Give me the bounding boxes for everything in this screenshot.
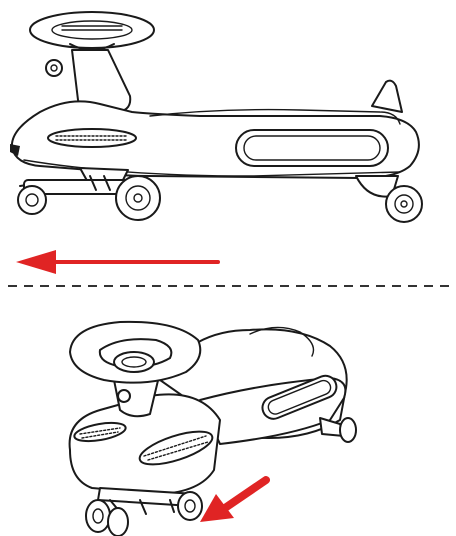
swing-car-perspective-view bbox=[68, 320, 357, 536]
side-knob bbox=[45, 59, 63, 77]
steering-wheel-lower bbox=[69, 320, 202, 384]
front-body bbox=[68, 393, 221, 495]
arrow-left-icon bbox=[16, 250, 220, 274]
front-wheel-assembly-lower bbox=[85, 487, 203, 536]
steering-wheel bbox=[29, 11, 155, 51]
side-light-panel bbox=[235, 129, 389, 167]
side-light-panel-lower bbox=[261, 374, 338, 420]
arrow-down-left-icon bbox=[200, 476, 270, 522]
rear-wheel-lower bbox=[319, 417, 357, 443]
swing-car-side-view bbox=[10, 11, 423, 223]
front-wheel-assembly bbox=[17, 167, 161, 221]
rear-wheel bbox=[355, 175, 423, 223]
backrest bbox=[371, 79, 403, 113]
speaker-grille bbox=[47, 128, 137, 148]
